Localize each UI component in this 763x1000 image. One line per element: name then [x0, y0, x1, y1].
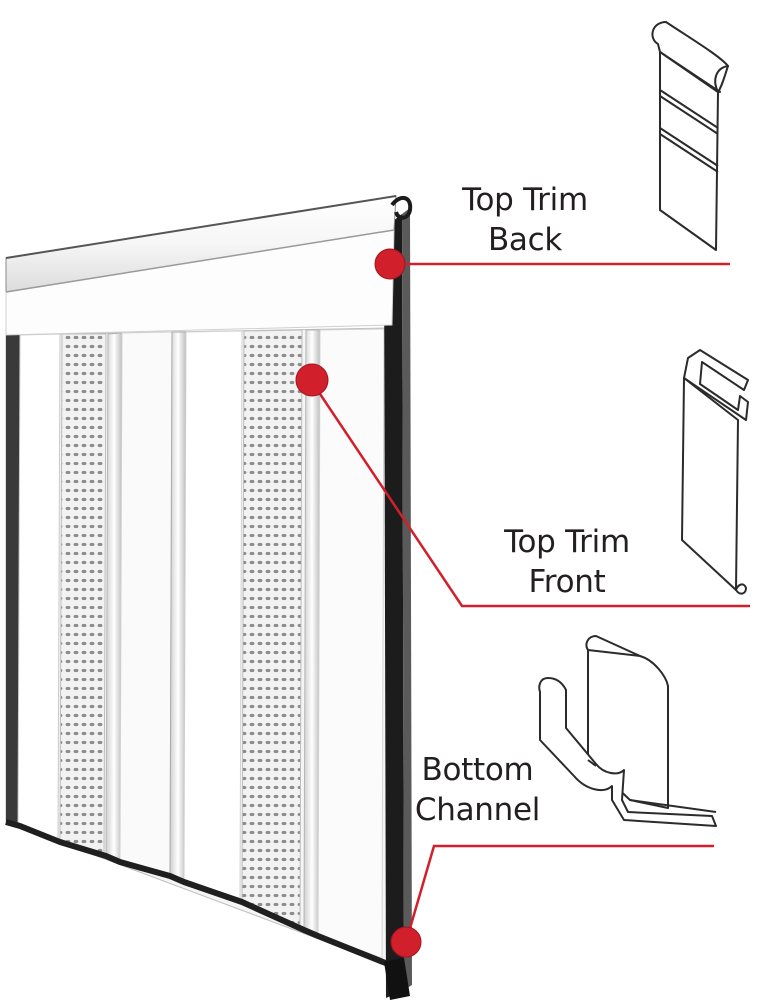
vent-perforations	[59, 329, 303, 929]
top-trim	[5, 195, 413, 336]
panel-bottom-edge	[5, 819, 390, 967]
marker-top-trim-back	[374, 248, 406, 280]
label-top-trim-back-line1: Top Trim	[462, 182, 588, 218]
marker-top-trim-front	[295, 363, 329, 397]
label-bottom-channel-line2: Channel	[414, 792, 541, 828]
top-trim-back-profile-icon	[651, 21, 729, 251]
callout-markers	[295, 248, 422, 958]
callout-leaders	[310, 262, 750, 943]
label-top-trim-back: Top Trim Back	[440, 180, 610, 260]
label-top-trim-front: Top Trim Front	[482, 522, 652, 602]
side-channel	[384, 214, 404, 998]
bottom-channel-profile-icon	[538, 635, 717, 827]
label-top-trim-back-line2: Back	[487, 222, 563, 258]
label-top-trim-front-line2: Front	[528, 564, 606, 600]
top-trim-front-profile-icon	[681, 349, 749, 595]
leader-bottom-channel	[404, 844, 714, 943]
marker-bottom-channel	[390, 926, 422, 958]
panel-ribs	[6, 328, 385, 959]
label-bottom-channel: Bottom Channel	[400, 750, 555, 830]
leader-top-trim-front	[310, 381, 750, 608]
label-bottom-channel-line1: Bottom	[421, 752, 534, 788]
label-top-trim-front-line1: Top Trim	[504, 524, 630, 560]
soffit-panel	[5, 208, 412, 1000]
